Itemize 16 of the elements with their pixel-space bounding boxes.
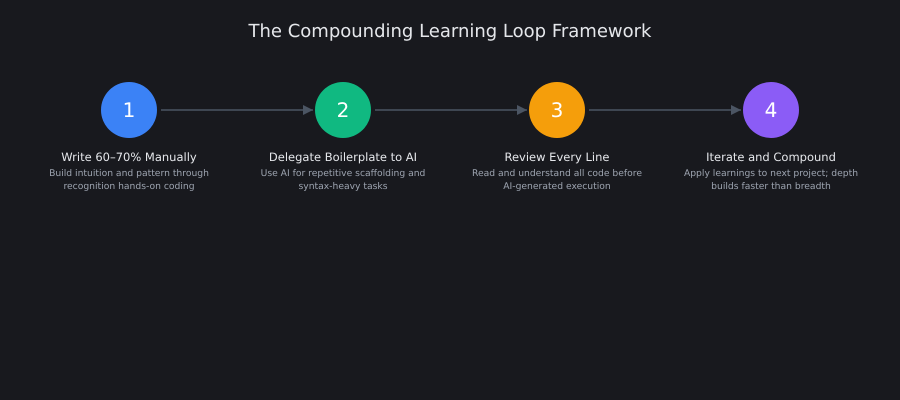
step-heading: Write 60–70% Manually — [61, 150, 197, 164]
step-number-circle: 2 — [315, 82, 371, 138]
step-number-circle: 1 — [101, 82, 157, 138]
step-description: Build intuition and pattern through recognition hands-on coding — [48, 167, 210, 193]
step-description: Use AI for repetitive scaffolding and syntax-heavy tasks — [260, 167, 426, 193]
step-heading: Iterate and Compound — [706, 150, 836, 164]
arrow — [589, 105, 741, 115]
step-heading: Review Every Line — [504, 150, 610, 164]
step-description: Apply learnings to next project; depth builds faster than breadth — [682, 167, 860, 193]
arrow — [161, 105, 313, 115]
step-heading: Delegate Boilerplate to AI — [268, 150, 418, 164]
arrow — [375, 105, 527, 115]
step-number-circle: 3 — [529, 82, 585, 138]
diagram-title: The Compounding Learning Loop Framework — [248, 21, 652, 42]
step-description: Read and understand all code before AI-generated execution — [470, 167, 643, 193]
step-number-circle: 4 — [743, 82, 799, 138]
